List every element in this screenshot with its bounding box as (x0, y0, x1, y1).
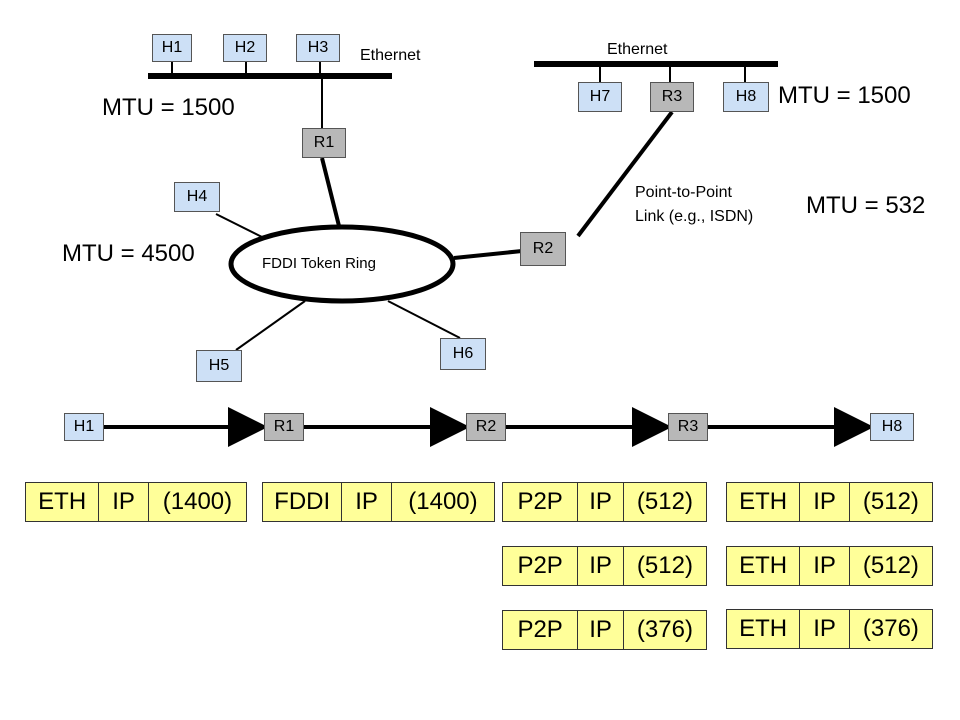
fddi-ring (228, 224, 456, 304)
packet-link-header: P2P (503, 483, 579, 521)
packet-link-header: ETH (727, 483, 801, 521)
packet-eth-512: ETH IP (512) (726, 546, 933, 586)
packet-ip-header: IP (578, 483, 624, 521)
packet-payload-size: (376) (636, 616, 693, 643)
packet-link-header: ETH (727, 610, 801, 648)
packet-fddi-1400: FDDI IP (1400) (262, 482, 495, 522)
packet-ip-header: IP (800, 610, 850, 648)
host-h2: H2 (223, 34, 267, 62)
host-h8: H8 (723, 82, 769, 112)
path-node-r3: R3 (668, 413, 708, 441)
packet-ip-header: IP (342, 483, 392, 521)
packet-p2p-512: P2P IP (512) (502, 546, 707, 586)
path-node-r1: R1 (264, 413, 304, 441)
packet-p2p-376: P2P IP (376) (502, 610, 707, 650)
packet-payload-size: (1400) (162, 488, 233, 515)
packet-ip-header: IP (578, 547, 624, 585)
packet-eth-376: ETH IP (376) (726, 609, 933, 649)
packet-payload-size: (1400) (408, 488, 478, 515)
packet-payload-size: (376) (862, 615, 919, 642)
packet-p2p-512: P2P IP (512) (502, 482, 707, 522)
left-ethernet-label: Ethernet (360, 47, 421, 64)
host-h6: H6 (440, 338, 486, 370)
p2p-link-label-line1: Point-to-Point (635, 184, 732, 201)
router-r1: R1 (302, 128, 346, 158)
host-h4: H4 (174, 182, 220, 212)
host-h7: H7 (578, 82, 622, 112)
packet-ip-header: IP (578, 611, 624, 649)
mtu-right-ethernet: MTU = 1500 (778, 82, 911, 109)
router-r2: R2 (520, 232, 566, 266)
path-node-h1: H1 (64, 413, 104, 441)
router-r3: R3 (650, 82, 694, 112)
packet-eth-1400: ETH IP (1400) (25, 482, 247, 522)
host-h1: H1 (152, 34, 192, 62)
mtu-p2p: MTU = 532 (806, 192, 926, 219)
packet-payload-size: (512) (636, 552, 693, 579)
path-node-h8: H8 (870, 413, 914, 441)
fddi-ring-label: FDDI Token Ring (262, 255, 376, 272)
packet-payload-size: (512) (862, 552, 919, 579)
packet-link-header: P2P (503, 547, 579, 585)
right-ethernet-label: Ethernet (607, 41, 668, 58)
packet-link-header: ETH (727, 547, 801, 585)
packet-ip-header: IP (800, 483, 850, 521)
host-h5: H5 (196, 350, 242, 382)
packet-ip-header: IP (800, 547, 850, 585)
mtu-left-ethernet: MTU = 1500 (102, 94, 235, 121)
host-h3: H3 (296, 34, 340, 62)
packet-link-header: ETH (26, 483, 100, 521)
packet-eth-512: ETH IP (512) (726, 482, 933, 522)
mtu-fddi: MTU = 4500 (62, 240, 195, 267)
packet-ip-header: IP (99, 483, 149, 521)
p2p-link-label-line2: Link (e.g., ISDN) (635, 208, 754, 225)
packet-link-header: FDDI (263, 483, 343, 521)
packet-link-header: P2P (503, 611, 579, 649)
packet-payload-size: (512) (862, 488, 919, 515)
path-node-r2: R2 (466, 413, 506, 441)
packet-payload-size: (512) (636, 488, 693, 515)
